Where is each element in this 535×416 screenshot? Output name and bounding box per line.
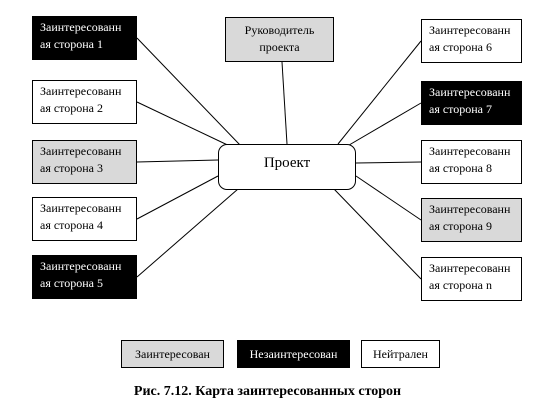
node-label-line1: Руководитель	[244, 23, 315, 37]
project-label: Проект	[263, 155, 311, 171]
node-label-line2: ая сторона 4	[40, 218, 104, 232]
node-label-line1: Заинтересованн	[429, 85, 511, 99]
connector-line-s3	[136, 159, 219, 163]
stakeholder-node-s4: Заинтересованн ая сторона 4	[32, 197, 137, 241]
stakeholder-node-s5: Заинтересованн ая сторона 5	[32, 255, 137, 299]
node-label-line2: ая сторона 1	[40, 37, 104, 51]
stakeholder-node-s7: Заинтересованн ая сторона 7	[421, 81, 522, 125]
connector-line-s9	[355, 175, 422, 221]
node-label-line1: Заинтересованн	[40, 144, 122, 158]
legend-interested: Заинтересован	[121, 340, 224, 368]
stakeholder-node-s1: Заинтересованн ая сторона 1	[32, 16, 137, 60]
legend-neutral: Нейтрален	[361, 340, 440, 368]
connector-line-s8	[355, 161, 422, 164]
stakeholder-node-s3: Заинтересованн ая сторона 3	[32, 140, 137, 184]
project-manager-node: Руководитель проекта	[225, 17, 334, 62]
node-label-line1: Заинтересованн	[429, 23, 511, 37]
node-label-line2: проекта	[259, 40, 300, 54]
node-label-line2: ая сторона 9	[429, 219, 493, 233]
node-label-line2: ая сторона 5	[40, 276, 104, 290]
node-label-line1: Заинтересованн	[429, 261, 511, 275]
stakeholder-node-s6: Заинтересованн ая сторона 6	[421, 19, 522, 63]
node-label-line2: ая сторона 8	[429, 161, 493, 175]
connector-line-s4	[136, 175, 219, 220]
node-label-line2: ая сторона 3	[40, 161, 104, 175]
connector-line-s1	[136, 37, 241, 146]
connector-line-s7	[343, 102, 422, 149]
node-label-line1: Заинтересованн	[429, 202, 511, 216]
connector-line-s5	[136, 188, 239, 278]
project-node: Проект	[218, 144, 356, 190]
connector-line-s2	[136, 101, 237, 150]
stakeholder-node-sn: Заинтересованн ая сторона n	[421, 257, 522, 301]
node-label-line2: ая сторона 2	[40, 101, 104, 115]
legend-not-interested: Незаинтересован	[237, 340, 350, 368]
figure-caption: Рис. 7.12. Карта заинтересованных сторон	[133, 384, 402, 399]
stakeholder-node-s2: Заинтересованн ая сторона 2	[32, 80, 137, 124]
connector-line-s6	[337, 40, 422, 145]
node-label-line2: ая сторона 6	[429, 40, 493, 54]
node-label-line1: Заинтересованн	[40, 259, 122, 273]
connector-line-sn	[333, 188, 422, 280]
stakeholder-node-s9: Заинтересованн ая сторона 9	[421, 198, 522, 242]
connector-line-mgr	[281, 61, 288, 145]
stakeholder-node-s8: Заинтересованн ая сторона 8	[421, 140, 522, 184]
node-label-line2: ая сторона 7	[429, 102, 493, 116]
node-label-line1: Заинтересованн	[40, 201, 122, 215]
node-label-line1: Заинтересованн	[40, 84, 122, 98]
node-label-line2: ая сторона n	[429, 278, 493, 292]
node-label-line1: Заинтересованн	[429, 144, 511, 158]
node-label-line1: Заинтересованн	[40, 20, 122, 34]
